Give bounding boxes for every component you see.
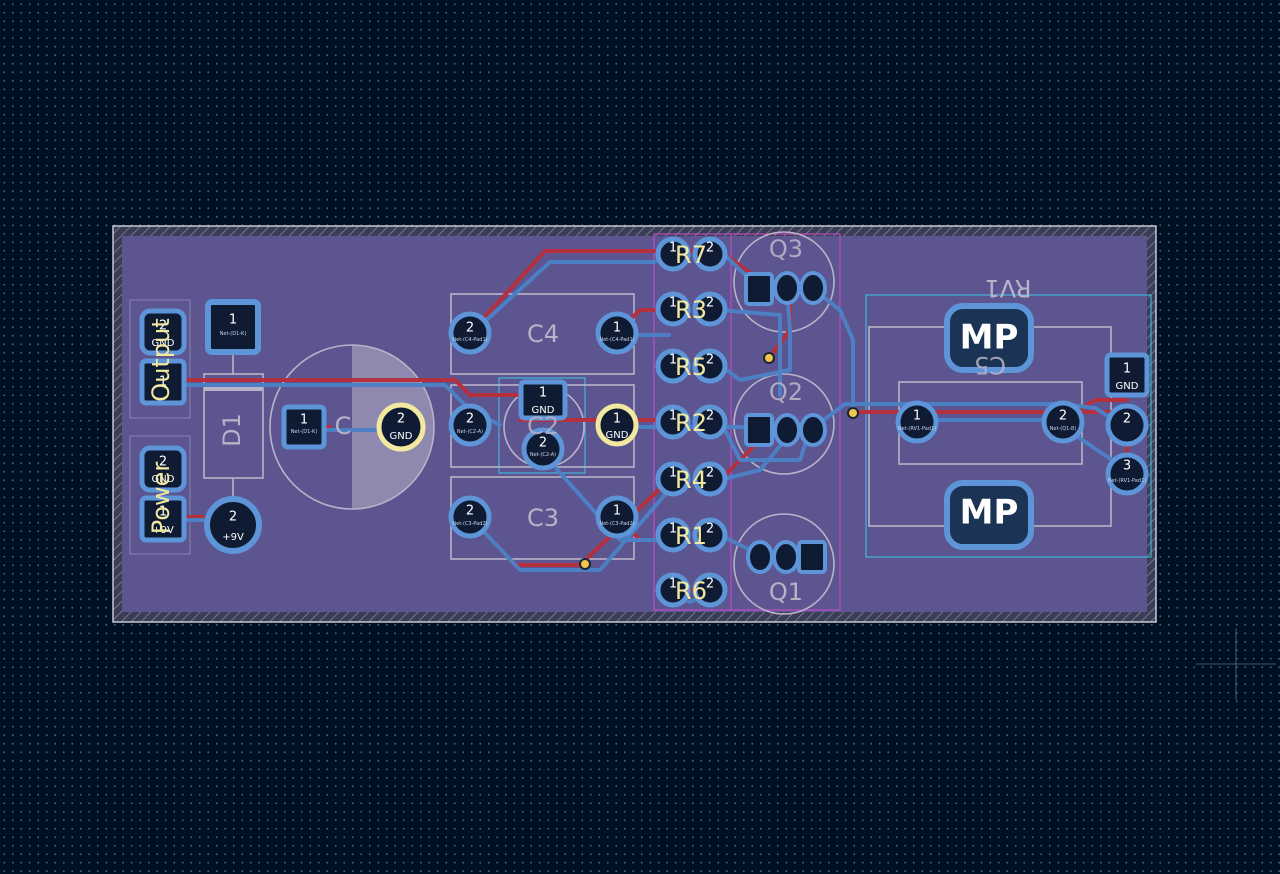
c1-pad-2-number: 2: [397, 412, 405, 427]
c1-pad-1-number: 1: [300, 413, 308, 428]
resistor-r1[interactable]: 1 2 R1: [655, 517, 728, 553]
r5-pad-1: 1: [669, 353, 677, 368]
q2-label: Q2: [769, 378, 803, 406]
r5-pad-2: 2: [706, 353, 714, 368]
c3-label: C3: [527, 504, 559, 532]
d1-pad-2-number: 2: [229, 510, 237, 525]
vias: [579, 352, 859, 570]
rv1-pad-1-net: GND: [1116, 381, 1139, 392]
resistor-r7[interactable]: 1 2 R7: [655, 236, 728, 272]
power-pad-1-net: +9V: [152, 525, 174, 536]
power-pad-2-net: GND: [152, 474, 175, 485]
c2-pad-1-net: GND: [532, 405, 555, 416]
c5-pad-2-net: Net-(Q1-B): [1050, 426, 1077, 432]
q3-label: Q3: [769, 235, 803, 263]
rv1-pad-1-number: 1: [1123, 362, 1131, 377]
r1-pad-2: 2: [706, 522, 714, 537]
output-connector[interactable]: 2 GND 1: [139, 308, 187, 406]
c5-pad-2-number: 2: [1059, 409, 1067, 424]
c2-pad-1-number: 1: [539, 386, 547, 401]
c2-left-pad-number: 2: [466, 412, 474, 427]
rv1-mp-bottom: MP: [960, 493, 1019, 533]
r3-pad-1: 1: [669, 296, 677, 311]
c5-label: C5: [974, 351, 1006, 379]
r2-pad-2: 2: [706, 409, 714, 424]
q1-label: Q1: [769, 578, 803, 606]
rv1-pad-3-number: 3: [1123, 459, 1131, 474]
c2-right-pad-number: 1: [613, 412, 621, 427]
r3-pad-2: 2: [706, 296, 714, 311]
resistor-r4[interactable]: 1 2 R4: [655, 461, 728, 497]
transistor-q3[interactable]: Q3: [744, 235, 827, 306]
c4-pad-1-net: Net-(C4-Pad1): [599, 337, 634, 343]
c3-pad-2-net: Net-(C3-Pad2): [452, 521, 487, 527]
power-connector-label: Power: [147, 462, 175, 535]
c1-label: C: [335, 412, 352, 440]
c2-left-pad-net: Net-(C2-A): [457, 429, 483, 435]
r6-label: R6: [675, 577, 707, 605]
r4-label: R4: [675, 466, 707, 494]
resistor-r2[interactable]: 1 2 R2: [655, 404, 728, 440]
power-pad-1-number: 1: [159, 505, 167, 520]
r1-pad-1: 1: [669, 522, 677, 537]
r1-label: R1: [675, 522, 707, 550]
c5-pad-1-number: 1: [913, 409, 921, 424]
c2-footprint[interactable]: 2 Net-(C2-A) 1 GND 2 Net-(C2-A) 1 GND: [448, 379, 639, 471]
c1-pad-2-net: GND: [390, 431, 413, 442]
c3-pad-1-number: 1: [613, 504, 621, 519]
c5-footprint[interactable]: C5 1 Net-(RV1-Pad1) 2 Net-(Q1-B): [895, 351, 1085, 444]
c2-pad-2-number: 2: [539, 436, 547, 451]
c3-pad-2-number: 2: [466, 504, 474, 519]
r3-label: R3: [675, 296, 707, 324]
d1-pad-1-net: Net-(D1-K): [220, 331, 247, 337]
c4-pad-2-net: Net-(C4-Pad1): [452, 337, 487, 343]
c3-pad-1-net: Net-(C3-Pad2): [599, 521, 634, 527]
output-pad-2-number: 2: [159, 319, 167, 334]
d1-pad-1-number: 1: [229, 313, 237, 328]
output-connector-label: Output: [147, 318, 175, 401]
rv1-footprint[interactable]: RV1 MP MP 1 GND 2 3 Net-(RV1-Pad1): [944, 274, 1150, 550]
c4-label: C4: [527, 320, 559, 348]
resistor-r3[interactable]: 1 2 R3: [655, 291, 728, 327]
r4-pad-2: 2: [706, 466, 714, 481]
r2-label: R2: [675, 409, 707, 437]
r7-pad-2: 2: [706, 241, 714, 256]
c2-right-pad-net: GND: [606, 430, 629, 441]
c2-pad-2-net: Net-(C2-A): [530, 452, 556, 458]
rv1-label: RV1: [984, 274, 1031, 302]
output-pad-1-number: 1: [159, 375, 167, 390]
c3-footprint[interactable]: 2 Net-(C3-Pad2) 1 Net-(C3-Pad2): [448, 495, 639, 539]
c1-footprint[interactable]: 1 Net-(D1-K) 2 GND: [281, 402, 426, 452]
resistor-r6[interactable]: 1 2 R6: [655, 572, 728, 608]
r6-pad-2: 2: [706, 577, 714, 592]
c1-pad-1-net: Net-(D1-K): [291, 429, 318, 435]
transistor-q1[interactable]: Q1: [746, 540, 827, 606]
c4-pad-1-number: 1: [613, 321, 621, 336]
rv1-pad-2-number: 2: [1123, 412, 1131, 427]
c4-pad-2-number: 2: [466, 321, 474, 336]
r7-pad-1: 1: [669, 241, 677, 256]
c4-footprint[interactable]: 2 Net-(C4-Pad1) 1 Net-(C4-Pad1): [448, 311, 639, 355]
d1-pad-2-net: +9V: [222, 532, 244, 543]
r4-pad-1: 1: [669, 466, 677, 481]
cursor-crosshair-icon: [1196, 628, 1276, 700]
d1-footprint[interactable]: 1 Net-(D1-K) 2 +9V: [204, 299, 262, 554]
resistor-r5[interactable]: 1 2 R5: [655, 348, 728, 384]
power-pad-2-number: 2: [159, 455, 167, 470]
rv1-mp-top: MP: [960, 318, 1019, 358]
r6-pad-1: 1: [669, 577, 677, 592]
power-connector[interactable]: 2 GND 1 +9V: [139, 445, 187, 543]
c2-label: C2: [527, 412, 559, 440]
c5-pad-1-net: Net-(RV1-Pad1): [898, 426, 936, 432]
transistor-q2[interactable]: Q2: [744, 378, 827, 447]
r7-label: R7: [675, 241, 707, 269]
rv1-pad-3-net: Net-(RV1-Pad1): [1108, 478, 1146, 484]
r5-label: R5: [675, 353, 707, 381]
d1-label: D1: [218, 413, 246, 447]
output-pad-2-net: GND: [152, 338, 175, 349]
r2-pad-1: 1: [669, 409, 677, 424]
